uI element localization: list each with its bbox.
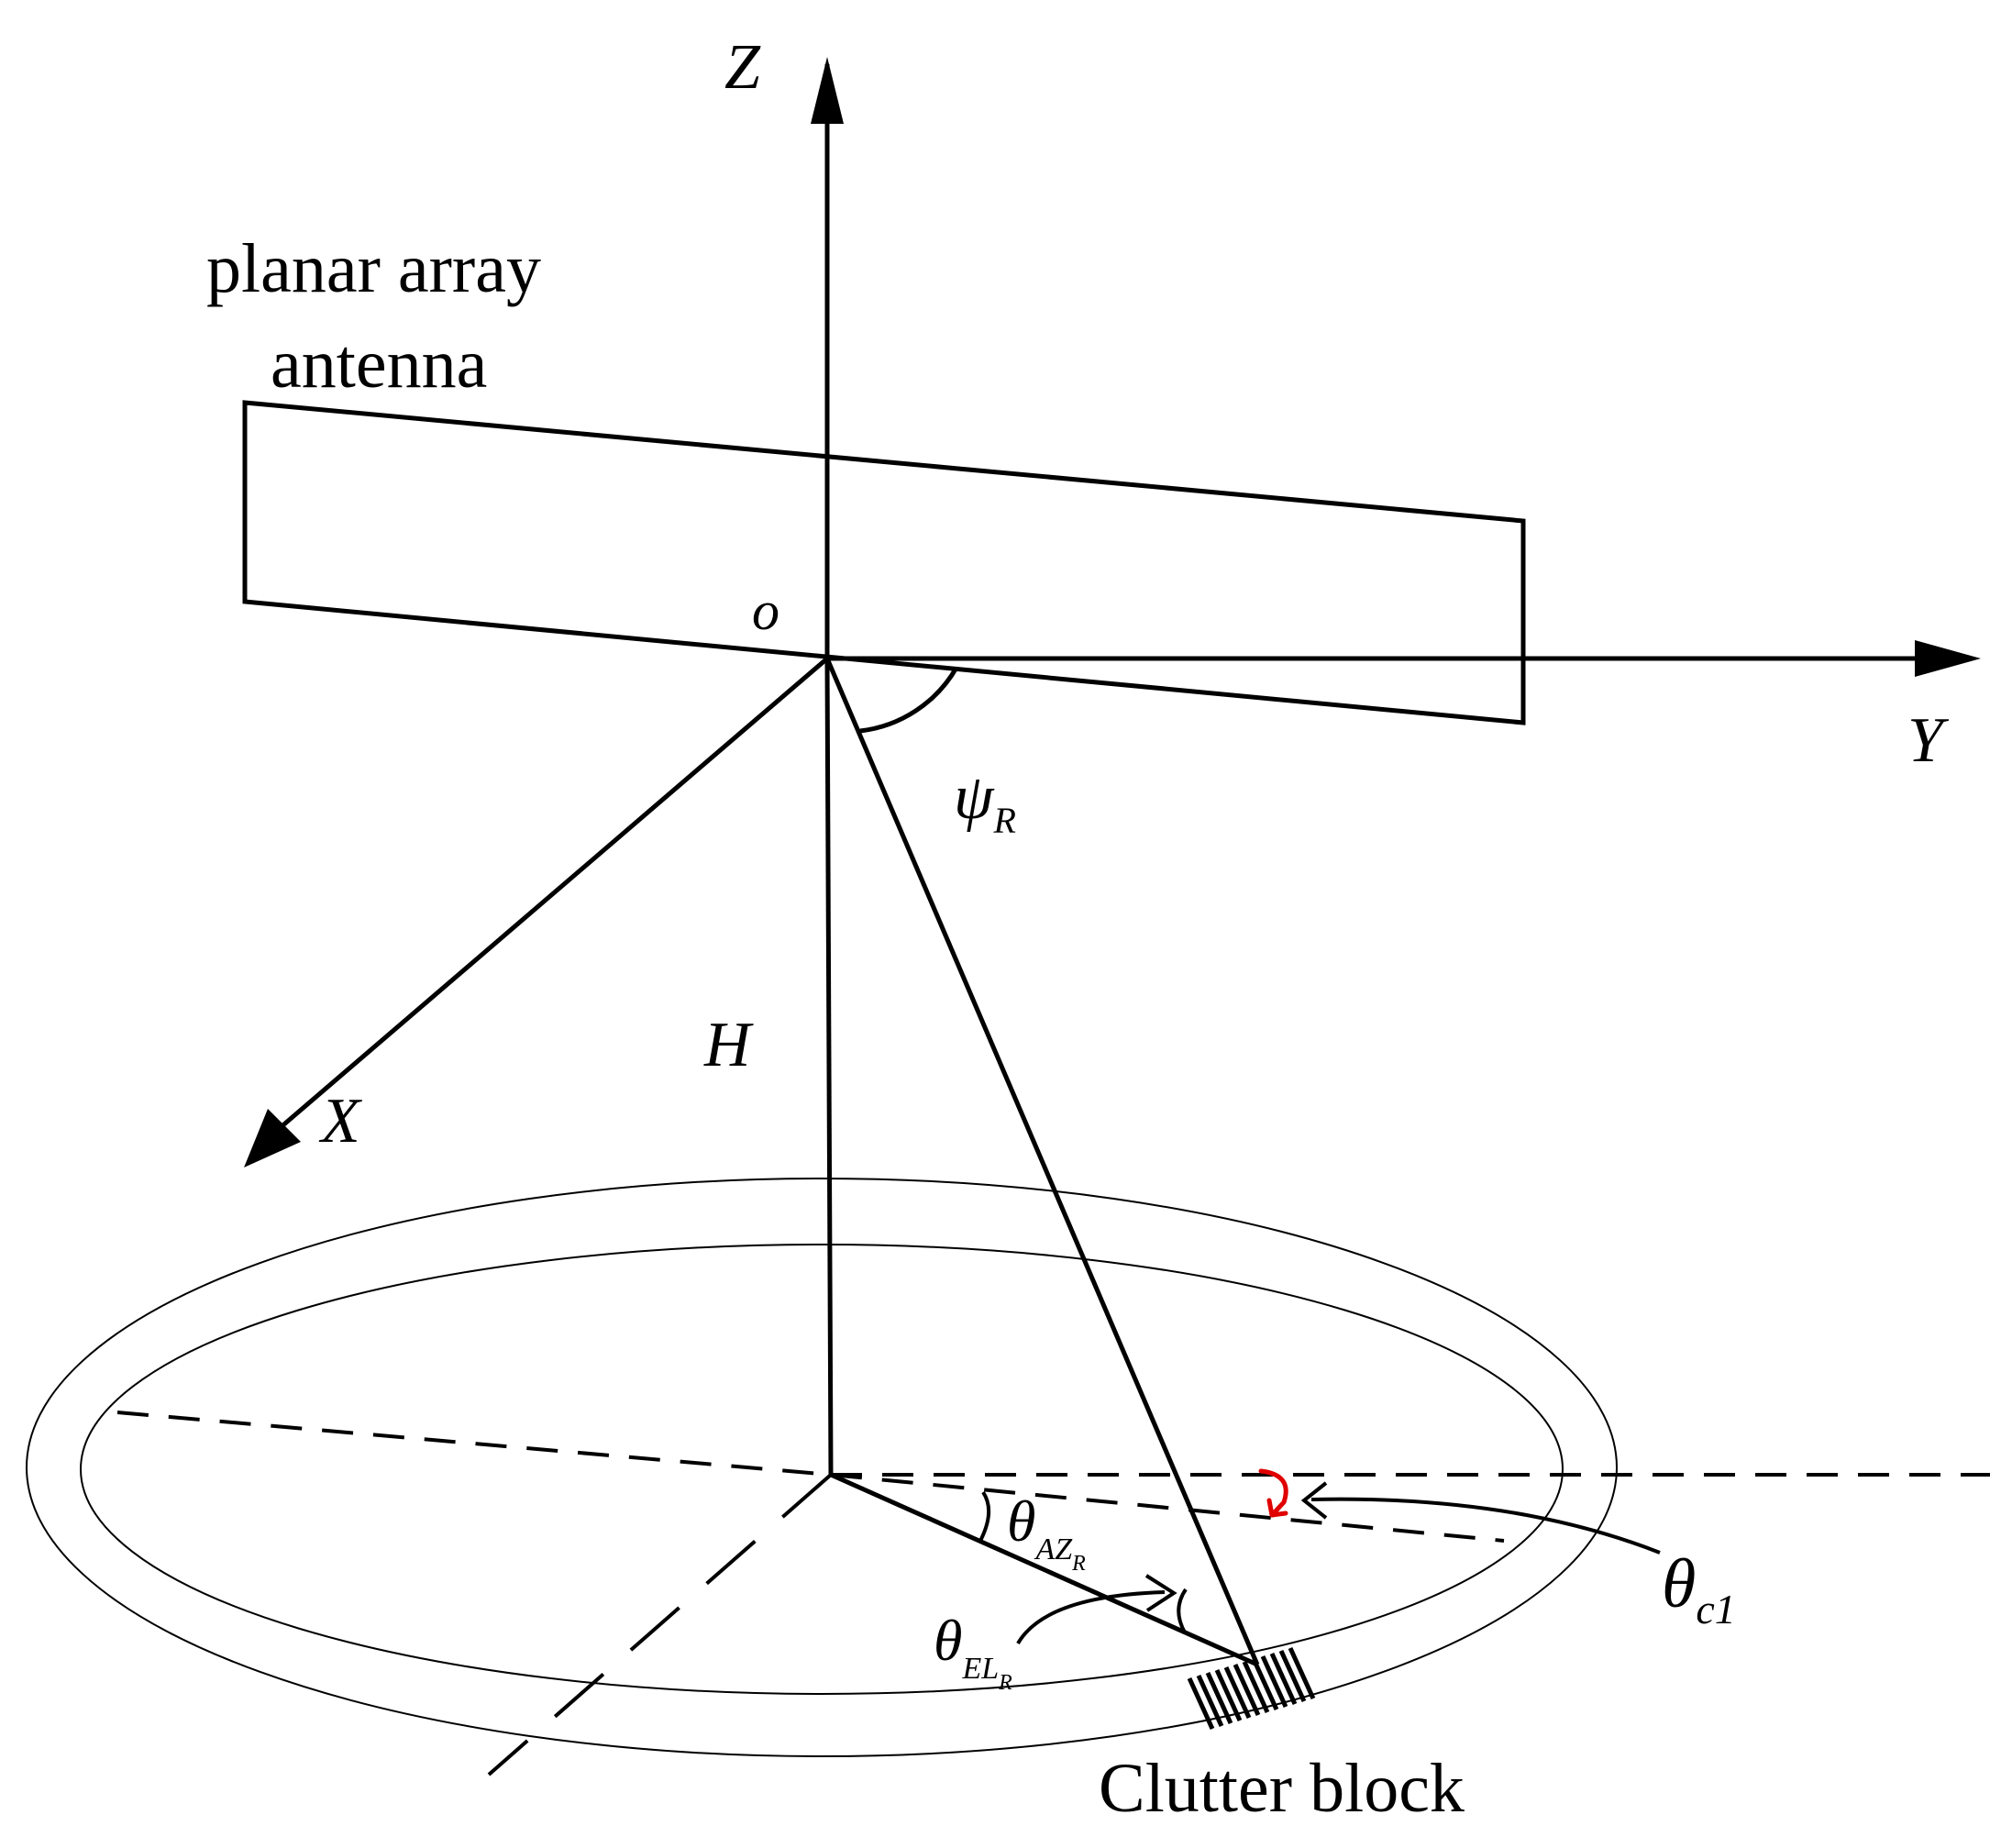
antenna-label-line1: planar array	[206, 230, 541, 307]
y-axis-arrowhead	[1915, 640, 1981, 677]
theta-c1-label: θc1	[1662, 1545, 1736, 1632]
slant-range-line	[824, 658, 1260, 1665]
theta-az-symbol: θ	[1007, 1488, 1035, 1554]
planar-array-antenna	[242, 400, 1526, 725]
antenna-label-line2: antenna	[271, 326, 487, 403]
theta-c1-pointer-arrow	[1310, 1497, 1661, 1555]
azimuth-reference-dashed-line	[830, 1473, 1505, 1543]
x-axis-arrowhead	[244, 1109, 301, 1167]
psi-symbol: ψ	[954, 762, 995, 833]
theta-el-subscript: EL	[961, 1652, 999, 1686]
theta-az-label: θAZR	[1007, 1488, 1086, 1576]
origin-label: o	[752, 581, 779, 641]
theta-az-subsubscript: R	[1071, 1552, 1086, 1576]
psi-angle-arc	[859, 666, 959, 734]
z-axis-label: Z	[724, 32, 761, 103]
x-axis-label: X	[318, 1086, 363, 1156]
y-axis-label: Y	[1907, 705, 1950, 776]
theta-c1-subscript: c1	[1696, 1586, 1735, 1632]
theta-el-symbol: θ	[934, 1608, 962, 1673]
x-axis	[278, 657, 829, 1130]
height-line	[824, 658, 834, 1476]
height-label: H	[703, 1010, 754, 1080]
ground-left-dashed-line	[116, 1411, 832, 1477]
ground-ring-inner	[80, 1244, 1564, 1695]
theta-az-angle-arc	[978, 1490, 990, 1544]
ground-projection-line	[829, 1472, 1259, 1667]
theta-c1-pointer-arrowhead	[1300, 1481, 1328, 1520]
theta-el-angle-arc	[1177, 1588, 1188, 1633]
theta-el-pointer-arrowhead	[1144, 1574, 1177, 1612]
theta-el-pointer-arrow	[1016, 1590, 1166, 1645]
theta-c1-symbol: θ	[1662, 1545, 1696, 1622]
z-axis-arrowhead	[811, 57, 844, 124]
red-angle-mark	[1258, 1468, 1288, 1518]
theta-el-subsubscript: R	[998, 1671, 1012, 1695]
ground-ring-outer	[26, 1178, 1618, 1757]
ground-x-dashed-line	[487, 1473, 833, 1776]
clutter-block-label: Clutter block	[1099, 1750, 1465, 1827]
clutter-block-hatching	[1187, 1646, 1316, 1731]
psi-label: ψR	[954, 762, 1016, 841]
theta-el-label: θELR	[934, 1608, 1012, 1695]
psi-subscript: R	[992, 800, 1015, 841]
theta-az-subscript: AZ	[1034, 1533, 1073, 1566]
